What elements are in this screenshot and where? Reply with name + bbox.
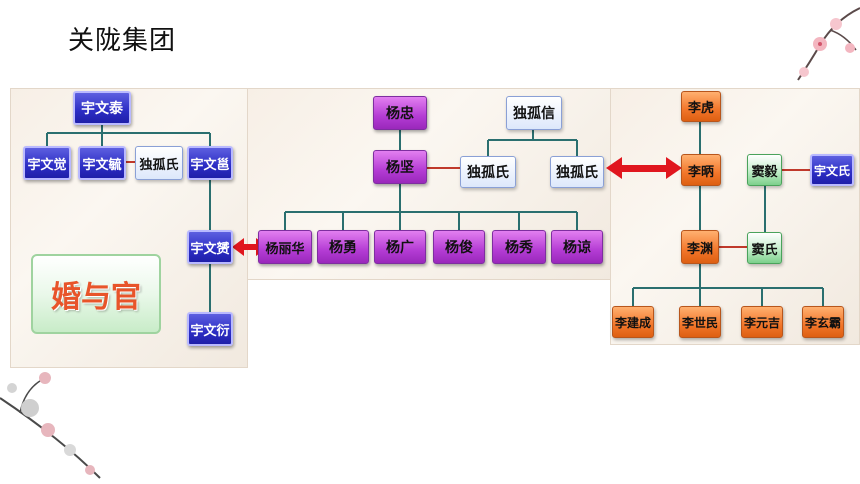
node-yang-lihua: 杨丽华 (258, 230, 312, 264)
node-li-bing: 李昞 (681, 154, 721, 186)
node-li-yuan: 李渊 (681, 230, 719, 264)
node-yuwen-tai: 宇文泰 (73, 91, 131, 125)
node-yang-xiu: 杨秀 (492, 230, 546, 264)
node-yang-yong: 杨勇 (317, 230, 369, 264)
node-yang-liang: 杨谅 (551, 230, 603, 264)
node-li-yuanji: 李元吉 (741, 306, 783, 338)
node-yang-zhong: 杨忠 (373, 96, 427, 130)
node-yang-jun: 杨俊 (433, 230, 485, 264)
node-dou-yi: 窦毅 (747, 154, 782, 186)
node-dugu-xin: 独孤信 (506, 96, 562, 130)
node-yuwen-yun: 宇文赟 (187, 230, 233, 264)
node-yuwen-yan: 宇文衍 (187, 312, 233, 346)
node-li-hu: 李虎 (681, 91, 721, 122)
page-title: 关陇集团 (68, 26, 177, 56)
node-yuwen-dugu: 独孤氏 (135, 146, 183, 180)
node-yang-guang: 杨广 (374, 230, 426, 264)
node-li-jiancheng: 李建成 (612, 306, 654, 338)
node-yang-jian: 杨坚 (373, 150, 427, 184)
plum-blossom-bottom-left-decoration (0, 372, 101, 479)
node-yuwen-yu: 宇文毓 (78, 146, 126, 180)
node-yang-dugu-2: 独孤氏 (550, 156, 604, 188)
node-li-shimin: 李世民 (679, 306, 721, 338)
li-family-panel (610, 88, 860, 345)
node-li-yuwenshi: 宇文氏 (810, 154, 854, 186)
node-yuwen-yong: 宇文邕 (187, 146, 233, 180)
node-yang-dugu-1: 独孤氏 (460, 156, 516, 188)
node-li-xuanba: 李玄霸 (802, 306, 844, 338)
marriage-and-office-badge: 婚与官 (31, 254, 161, 334)
node-dou-shi: 窦氏 (747, 232, 782, 264)
node-yuwen-jue: 宇文觉 (23, 146, 71, 180)
plum-blossom-top-right-decoration (797, 7, 860, 81)
